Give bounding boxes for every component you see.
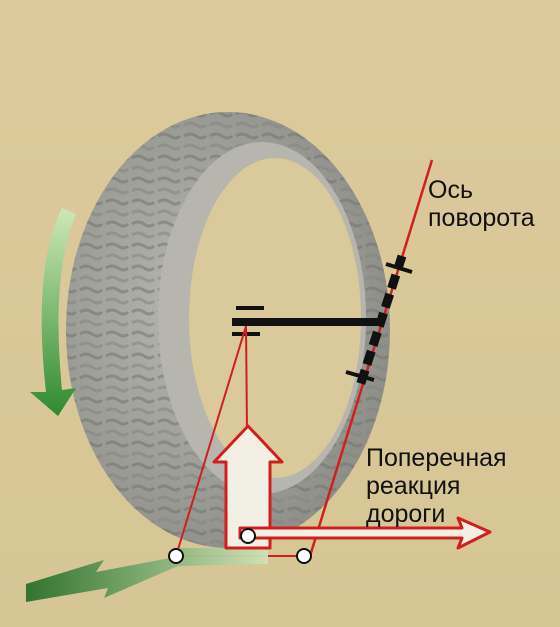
kingpin-bottom-cap: [345, 370, 375, 382]
ground-direction-arrow-icon: [26, 548, 268, 602]
contact-point-right: [296, 548, 312, 564]
kingpin-top-cap: [385, 262, 413, 274]
lateral-force-arrow-icon: [238, 516, 492, 550]
contact-points: [168, 528, 312, 564]
triangle-left-line: [175, 325, 247, 557]
contact-point-center: [240, 528, 256, 544]
axis-label-line1: Ось: [428, 176, 473, 204]
force-label-line1: Поперечная: [366, 444, 507, 472]
tire: [66, 112, 390, 548]
contact-point-left: [168, 548, 184, 564]
force-label-line2: реакция: [366, 472, 460, 500]
rotation-arrow-icon: [30, 208, 76, 416]
force-label-line3: дороги: [366, 500, 445, 528]
axis-label-line2: поворота: [428, 204, 535, 232]
